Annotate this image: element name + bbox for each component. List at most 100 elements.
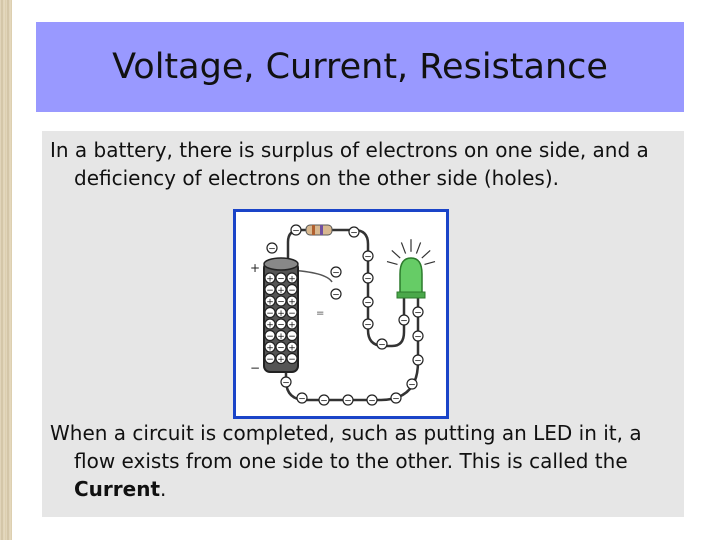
battery-minus-label: − — [250, 361, 260, 375]
circuit-wire-return — [284, 294, 420, 402]
svg-text:−: − — [332, 269, 340, 279]
battery-charge: + — [264, 341, 276, 354]
svg-text:−: − — [277, 321, 285, 331]
led-ray — [421, 249, 431, 259]
svg-text:−: − — [277, 275, 285, 285]
svg-text:+: + — [266, 275, 274, 285]
svg-text:−: − — [364, 275, 372, 285]
electron: − — [412, 330, 424, 343]
electron: − — [412, 354, 424, 367]
svg-text:+: + — [266, 321, 274, 331]
svg-text:−: − — [408, 381, 416, 391]
electron: − — [362, 250, 374, 263]
battery-charge: − — [275, 272, 287, 285]
resistor-band — [320, 225, 323, 235]
svg-text:+: + — [288, 275, 296, 285]
battery-top — [263, 257, 299, 271]
electron: − — [406, 378, 418, 391]
svg-text:+: + — [288, 298, 296, 308]
svg-text:−: − — [288, 355, 296, 365]
paragraph-battery: In a battery, there is surplus of electr… — [50, 138, 649, 190]
battery-charge: − — [264, 352, 276, 365]
led-light-rays — [386, 239, 436, 265]
battery-charge: − — [275, 318, 287, 331]
svg-text:−: − — [344, 397, 352, 407]
battery-charge: + — [264, 318, 276, 331]
battery-charge: + — [286, 341, 298, 354]
battery-charge: + — [275, 306, 287, 319]
svg-text:+: + — [266, 298, 274, 308]
resistor-band — [312, 225, 315, 235]
battery-charge: − — [286, 283, 298, 296]
battery-charge: + — [264, 272, 276, 285]
battery-charge: + — [286, 295, 298, 308]
battery-charge: + — [286, 318, 298, 331]
battery-charge: − — [264, 283, 276, 296]
circuit-figure: + − = −−−−−−−−−−−−−−−−−−−−−+−+−+−+−+−+−+… — [233, 209, 449, 419]
battery-charge: − — [275, 295, 287, 308]
electron: − — [280, 376, 292, 389]
electron: − — [342, 394, 354, 407]
equals-label: = — [316, 308, 324, 319]
svg-text:−: − — [266, 309, 274, 319]
electron: − — [398, 314, 410, 327]
electron: − — [330, 288, 342, 301]
current-term: Current — [74, 477, 161, 501]
svg-text:−: − — [414, 357, 422, 367]
led-ray — [415, 242, 422, 254]
content-box: In a battery, there is surplus of electr… — [42, 131, 684, 517]
svg-text:−: − — [288, 332, 296, 342]
electron: − — [362, 318, 374, 331]
electron: − — [348, 226, 360, 239]
electron: − — [362, 296, 374, 309]
svg-text:−: − — [378, 341, 386, 351]
slide-title: Voltage, Current, Resistance — [112, 47, 608, 87]
svg-text:−: − — [364, 321, 372, 331]
svg-text:−: − — [282, 379, 290, 389]
svg-text:−: − — [266, 355, 274, 365]
battery-plus-label: + — [250, 261, 260, 275]
svg-text:+: + — [288, 344, 296, 354]
svg-text:−: − — [332, 291, 340, 301]
svg-text:−: − — [392, 395, 400, 405]
svg-text:−: − — [364, 299, 372, 309]
svg-text:−: − — [364, 253, 372, 263]
electron: − — [366, 394, 378, 407]
electron: − — [266, 242, 278, 255]
svg-text:−: − — [277, 298, 285, 308]
battery-charge: + — [275, 283, 287, 296]
battery-charge: + — [275, 329, 287, 342]
battery-charge: − — [286, 329, 298, 342]
svg-text:−: − — [266, 332, 274, 342]
svg-text:−: − — [414, 309, 422, 319]
svg-text:−: − — [266, 286, 274, 296]
electron: − — [330, 266, 342, 279]
decorative-edge-stripe — [0, 0, 12, 540]
resistor — [305, 224, 333, 236]
electron: − — [362, 272, 374, 285]
battery-charge: − — [275, 341, 287, 354]
svg-text:+: + — [277, 309, 285, 319]
svg-text:+: + — [277, 355, 285, 365]
battery-charge: + — [286, 272, 298, 285]
battery-charge: − — [264, 306, 276, 319]
title-bar: Voltage, Current, Resistance — [36, 22, 684, 112]
svg-text:−: − — [292, 227, 300, 237]
electron: − — [318, 394, 330, 407]
svg-text:+: + — [288, 321, 296, 331]
led-base — [396, 291, 426, 299]
battery-charge: + — [264, 295, 276, 308]
svg-text:−: − — [277, 344, 285, 354]
circuit-diagram-svg: + − = −−−−−−−−−−−−−−−−−−−−−+−+−+−+−+−+−+… — [250, 224, 436, 407]
svg-text:−: − — [320, 397, 328, 407]
battery-charge: − — [286, 306, 298, 319]
led-ray — [400, 242, 407, 254]
battery-charge: − — [286, 352, 298, 365]
svg-text:−: − — [268, 245, 276, 255]
led-bulb — [399, 257, 423, 295]
svg-text:−: − — [298, 395, 306, 405]
svg-text:−: − — [350, 229, 358, 239]
electron: − — [376, 338, 388, 351]
svg-text:−: − — [288, 309, 296, 319]
battery-charge: + — [275, 352, 287, 365]
